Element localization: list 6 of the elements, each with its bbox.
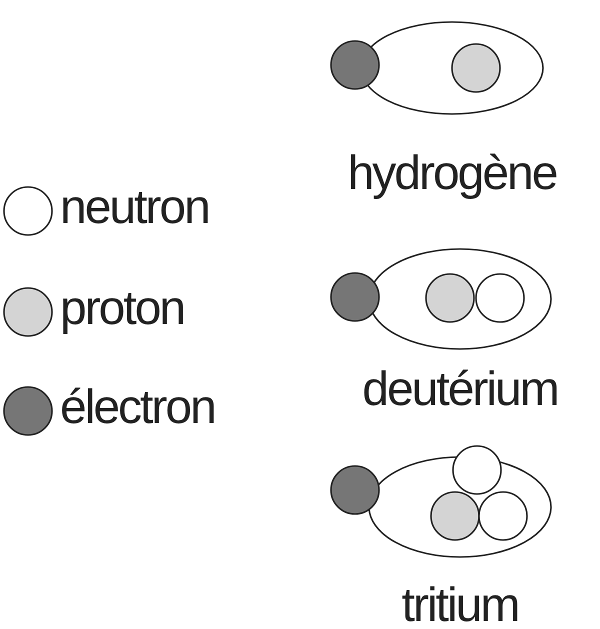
legend-label: neutron: [60, 184, 209, 232]
isotope-name: deutérium: [361, 366, 559, 414]
isotope-name: hydrogène: [346, 150, 558, 198]
isotope-name: tritium: [400, 582, 520, 629]
legend-label: proton: [60, 285, 184, 333]
legend-label: électron: [60, 384, 215, 432]
